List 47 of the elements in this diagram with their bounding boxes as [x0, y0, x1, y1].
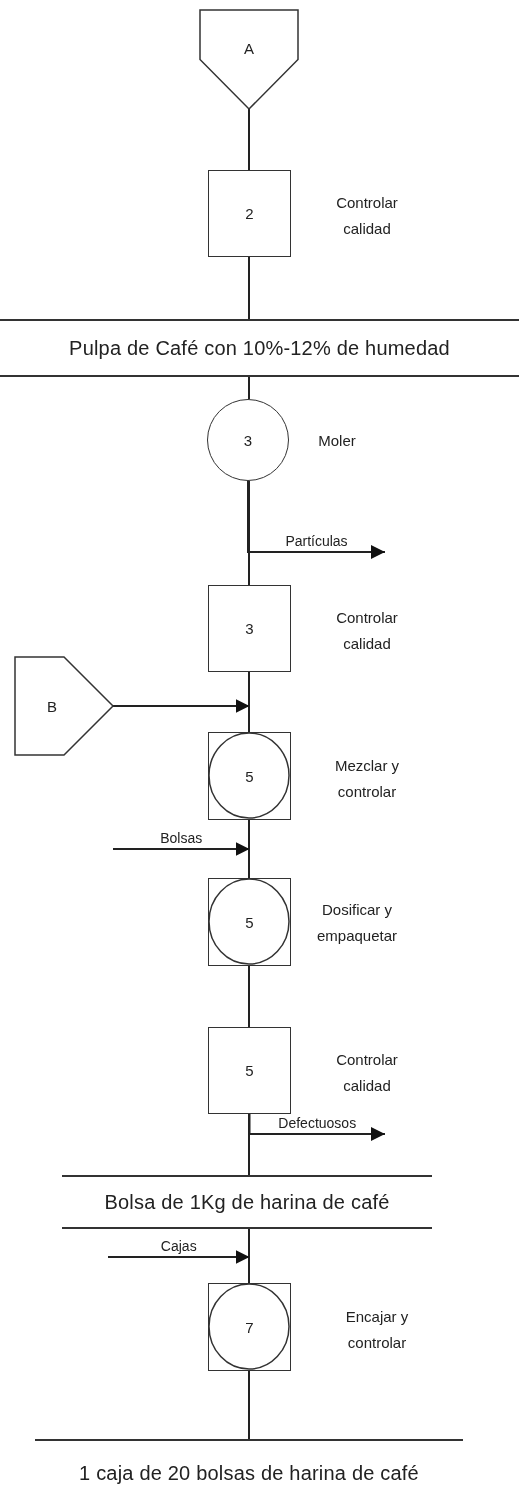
combined-operation-symbol [208, 878, 291, 966]
step-label: Encajar y controlar [344, 1307, 410, 1353]
step-label: Mezclar y controlar [333, 756, 401, 802]
flow-line [248, 376, 250, 400]
flow-line [248, 965, 250, 1028]
step-number: 5 [245, 767, 254, 785]
arrow [112, 699, 251, 713]
flow-line [248, 671, 250, 733]
product-text: 1 caja de 20 bolsas de harina de café [79, 1462, 419, 1485]
flow-line [248, 108, 250, 171]
flow-line [248, 1228, 250, 1284]
step-number: 5 [245, 1062, 254, 1079]
step-label: Moler [317, 431, 357, 451]
step-number: A [244, 40, 254, 57]
arrow [247, 480, 386, 559]
arrow [112, 842, 251, 856]
edge-label: Partículas [283, 533, 350, 549]
step-number: B [47, 697, 57, 715]
step-label: Controlar calidad [335, 193, 399, 239]
step-number: 7 [245, 1318, 254, 1336]
flow-line [248, 1370, 250, 1440]
arrow [107, 1250, 251, 1264]
step-number: 3 [243, 431, 253, 449]
inspection-box [208, 170, 291, 257]
flow-line [248, 1113, 250, 1176]
arrow [248, 1113, 386, 1141]
edge-label: Cajas [158, 1238, 199, 1254]
inspection-box [208, 585, 291, 672]
off-page-connector [15, 657, 113, 755]
step-number: 3 [245, 620, 254, 637]
step-label: Dosificar y empaquetar [315, 900, 399, 946]
product-text: Bolsa de 1Kg de harina de café [104, 1190, 390, 1214]
combined-operation-symbol [208, 1283, 291, 1371]
product-band [0, 319, 519, 377]
step-label: Controlar calidad [335, 1050, 399, 1096]
edge-label: Defectuosos [276, 1115, 359, 1131]
step-label: Controlar calidad [335, 608, 399, 654]
product-text: Pulpa de Café con 10%-12% de humedad [69, 336, 450, 360]
flow-line [248, 256, 250, 320]
step-number: 2 [245, 205, 254, 222]
flow-line [248, 480, 250, 586]
flow-line [248, 819, 250, 879]
inspection-box [208, 1027, 291, 1114]
edge-label: Bolsas [158, 830, 205, 846]
combined-operation-symbol [208, 732, 291, 820]
step-number: 5 [245, 913, 254, 931]
off-page-connector [200, 10, 298, 109]
